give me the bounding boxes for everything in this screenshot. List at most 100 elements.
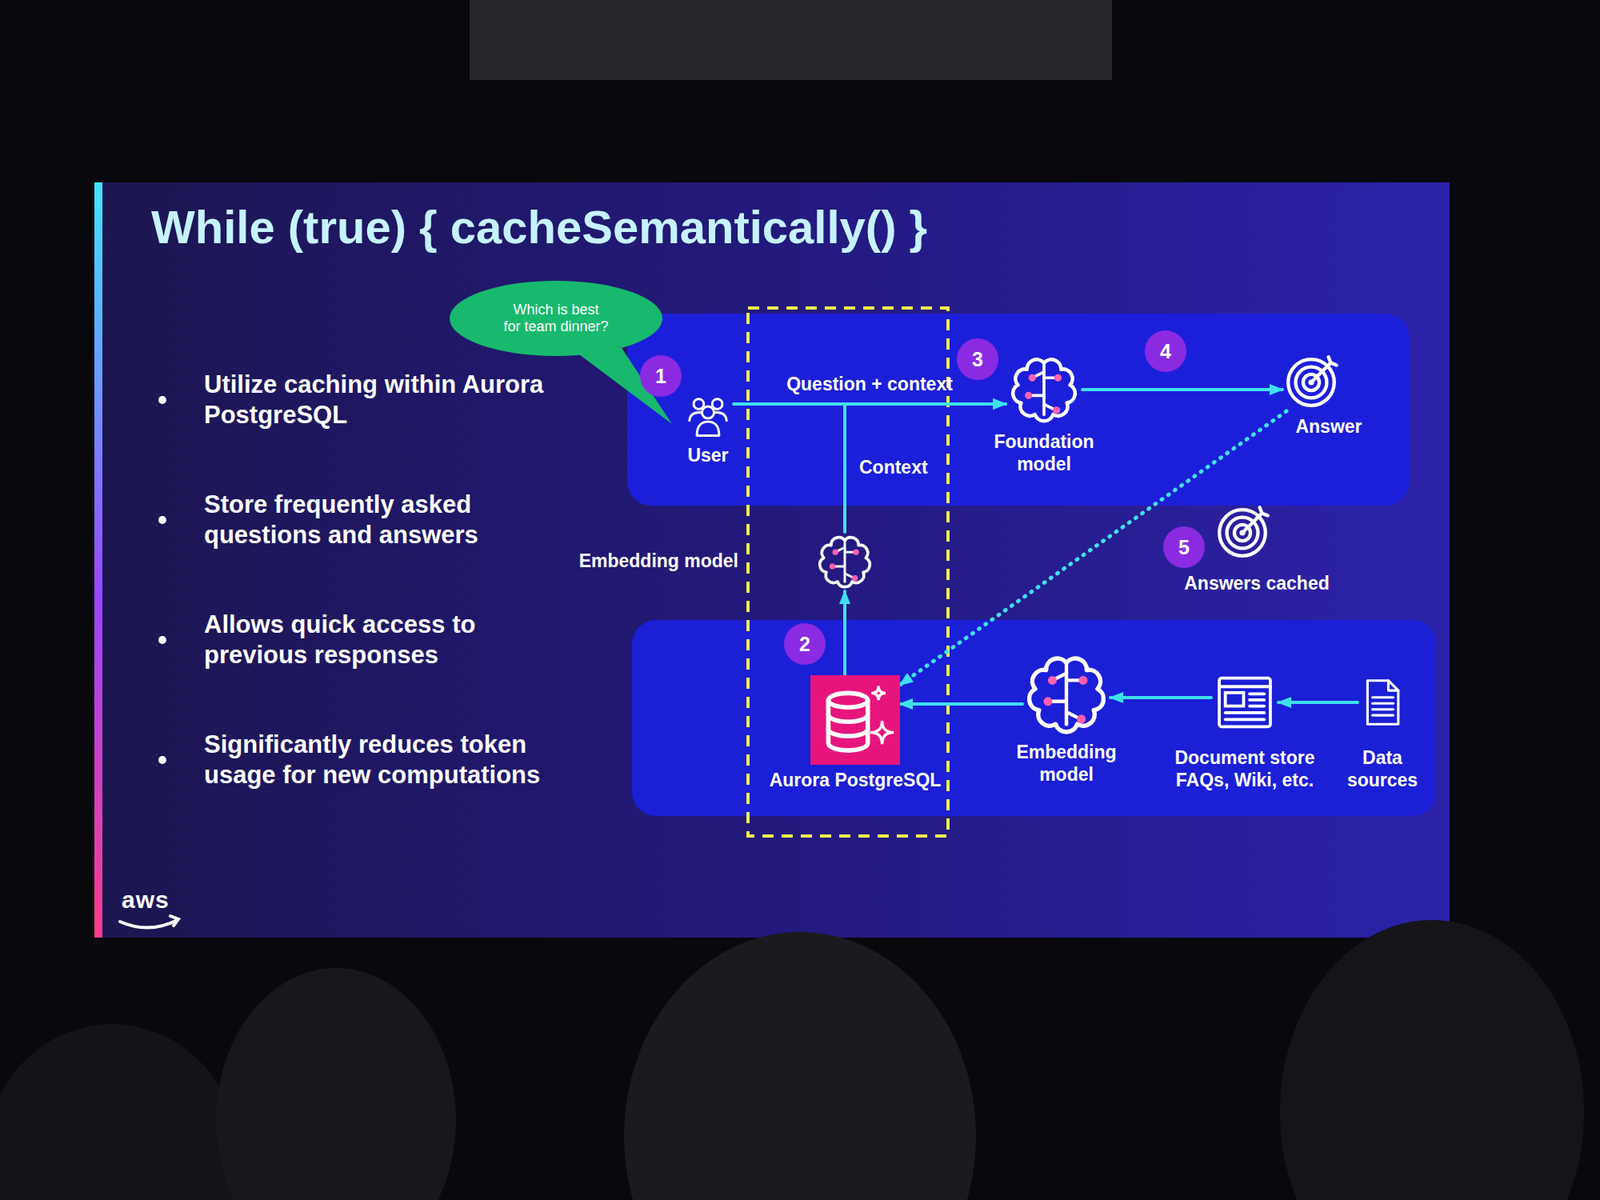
brain-icon <box>1024 392 1032 400</box>
document-icon <box>1219 678 1271 728</box>
database-icon <box>828 728 868 736</box>
slide <box>94 182 1450 938</box>
node-icon <box>1357 672 1408 733</box>
callout-number: 1 <box>640 355 682 397</box>
label-holder: 4 <box>1144 330 1187 372</box>
brain-icon <box>1066 678 1079 682</box>
bubble-shape <box>449 280 663 356</box>
brain-icon <box>1032 394 1044 398</box>
brain-icon <box>1035 372 1044 377</box>
audience-head <box>0 1024 240 1200</box>
brain-icon <box>1056 673 1067 680</box>
brain-icon <box>1066 712 1077 718</box>
flow-arrow <box>900 702 1023 706</box>
label-holder: Allows quick access to previous response… <box>204 609 564 671</box>
database-icon <box>828 692 868 708</box>
node-icon <box>682 392 734 439</box>
ceiling-panel <box>469 0 1112 80</box>
brain-icon <box>1048 676 1057 685</box>
bullet-dot <box>158 636 167 644</box>
title-holder: While (true) { cacheSemantically() } <box>151 201 928 253</box>
brain-icon <box>829 563 836 569</box>
document-icon <box>1225 692 1244 707</box>
target-icon <box>1328 356 1337 365</box>
node-icon <box>1282 353 1340 412</box>
brain-icon <box>1044 376 1055 380</box>
data-source-node: Data sources <box>1357 672 1408 733</box>
callout-number: 2 <box>784 623 826 665</box>
brain-icon <box>1012 359 1076 421</box>
bullet-text: Allows quick access to previous response… <box>204 609 564 671</box>
text-holder: Answer <box>1280 416 1377 439</box>
brain-icon <box>1076 714 1086 724</box>
document-icon <box>1249 704 1264 708</box>
database-icon <box>828 714 868 722</box>
text-holder: Data sources <box>1336 747 1429 792</box>
callout-number: 3 <box>956 338 999 380</box>
brain-icon <box>820 537 870 588</box>
logo-text: aws <box>121 886 170 914</box>
answer-node: Answer <box>1282 353 1340 412</box>
flow-arrow <box>900 411 1287 685</box>
label-holder: aws <box>121 886 170 914</box>
embedding-node: Embedding model <box>1022 650 1111 739</box>
node-label: Embedding model <box>1002 741 1131 786</box>
flow-arrow <box>1082 388 1283 392</box>
text-holder: Foundation model <box>980 431 1108 476</box>
bullet-text: Utilize caching within Aurora PostgreSQL <box>204 369 564 431</box>
text-holder: Embedding model <box>1002 741 1131 786</box>
person-icon <box>712 399 723 410</box>
document-icon <box>1225 711 1265 715</box>
audience-head <box>624 932 976 1200</box>
text-holder: User <box>660 444 756 468</box>
target-icon <box>1260 507 1268 516</box>
text-holder: Document storeFAQs, Wiki, etc. <box>1152 747 1337 792</box>
logo-swoosh <box>120 920 178 928</box>
model-node: Foundation model <box>1005 352 1083 427</box>
brain-icon <box>852 575 858 581</box>
flow-arrow <box>1110 696 1212 700</box>
node-label: Document store <box>1174 747 1315 770</box>
label-holder: 3 <box>956 338 999 380</box>
cache-node: Answers cached <box>1213 504 1272 562</box>
page-icon <box>1372 708 1394 711</box>
text-holder: Which is best for team dinner? <box>503 301 609 335</box>
person-icon <box>693 399 704 410</box>
page-icon <box>1372 696 1394 699</box>
database-icon <box>828 700 868 751</box>
node-label: Which is best for team dinner? <box>503 301 609 335</box>
logo-swoosh <box>170 916 179 926</box>
target-icon <box>1311 363 1331 383</box>
edge-label-holder: Question + context <box>786 373 953 396</box>
node-label: Foundation model <box>980 431 1108 476</box>
node-icon <box>810 675 900 765</box>
sparkle-icon <box>871 685 886 700</box>
label-holder: Significantly reduces token usage for ne… <box>204 729 604 791</box>
text-holder: Answers cached <box>1164 572 1349 596</box>
bullet-dot <box>158 396 167 404</box>
brain-icon <box>835 564 845 568</box>
brain-icon <box>844 551 853 554</box>
audience-head <box>1280 920 1584 1200</box>
callout-number: 4 <box>1144 330 1187 372</box>
database-icon <box>810 675 900 765</box>
document-icon <box>1225 717 1265 721</box>
flow-arrow <box>844 404 1006 532</box>
document-icon <box>1219 684 1271 688</box>
node-icon <box>1022 650 1111 739</box>
brain-icon <box>1054 374 1062 382</box>
node-label: FAQs, Wiki, etc. <box>1176 769 1314 792</box>
page-icon <box>1367 680 1398 725</box>
brain-icon <box>1043 696 1052 706</box>
brain-icon <box>1044 404 1053 409</box>
speech-bubble: Which is best for team dinner? <box>448 280 664 357</box>
brain-icon <box>1052 406 1060 414</box>
bullet-text: Store frequently asked questions and ans… <box>204 489 564 551</box>
callout-number: 5 <box>1163 526 1205 568</box>
bullet-text: Significantly reduces token usage for ne… <box>204 729 604 791</box>
target-icon <box>1219 509 1266 556</box>
label-holder: 2 <box>784 623 826 665</box>
node-icon <box>815 532 875 592</box>
edge-label: Question + context <box>786 373 953 396</box>
label-holder: 5 <box>1163 526 1205 568</box>
